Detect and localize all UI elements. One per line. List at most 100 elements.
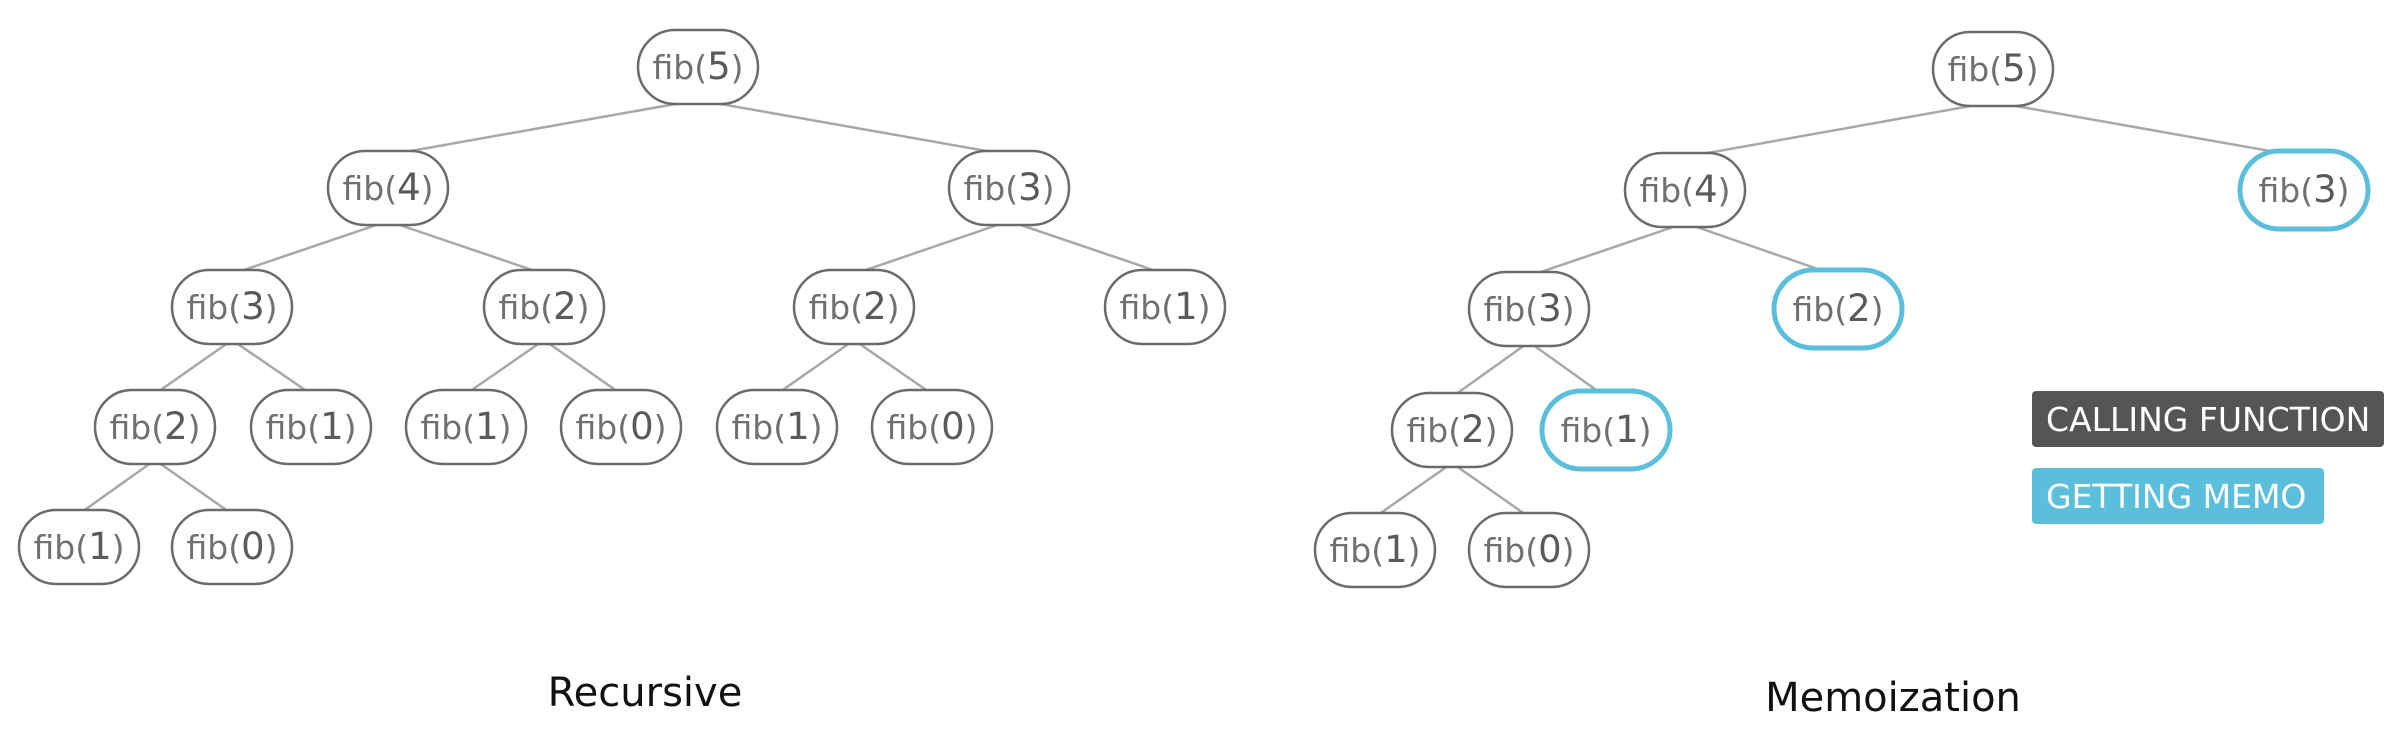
legend: CALLING FUNCTION GETTING MEMO (2032, 391, 2384, 524)
node-pill (792, 268, 916, 346)
node-pill (404, 388, 528, 466)
node-pill (170, 508, 294, 586)
node-pill (870, 388, 994, 466)
node-label: fib(1) (1560, 408, 1651, 451)
node-label: fib(2) (109, 405, 200, 448)
node-label: fib(5) (652, 45, 743, 88)
tree-edge (154, 338, 233, 396)
node-label: fib(1) (420, 405, 511, 448)
tree-edge (1451, 340, 1530, 399)
call-node: fib(5) (636, 28, 760, 106)
node-label: fib(0) (1483, 528, 1574, 571)
tree-edge (1451, 461, 1530, 519)
tree-edge (387, 98, 699, 157)
node-label: fib(0) (186, 525, 277, 568)
node-label: fib(3) (186, 285, 277, 328)
tree-edge (1008, 219, 1166, 276)
node-label: fib(3) (963, 166, 1054, 209)
tree-edge (543, 338, 622, 396)
call-node: fib(3) (170, 268, 294, 346)
node-pill (1103, 268, 1227, 346)
legend-calling-function-swatch (2032, 391, 2384, 447)
call-node: fib(2) (93, 388, 217, 466)
node-label: fib(1) (1119, 285, 1210, 328)
memo-node: fib(3) (2237, 148, 2371, 232)
call-node: fib(1) (249, 388, 373, 466)
node-label: fib(3) (1483, 287, 1574, 330)
tree-edges (78, 98, 2305, 519)
node-pill (1467, 270, 1591, 348)
node-pill (1623, 151, 1747, 229)
node-label: fib(2) (1406, 408, 1497, 451)
node-pill (2237, 148, 2371, 232)
node-pill (1313, 511, 1437, 589)
node-label: fib(1) (1329, 528, 1420, 571)
tree-edge (387, 219, 545, 276)
memo-node: fib(1) (1539, 388, 1673, 472)
node-label: fib(4) (342, 166, 433, 209)
tree-edge (1374, 461, 1453, 519)
node-label: fib(0) (575, 405, 666, 448)
call-node: fib(1) (17, 508, 141, 586)
tree-edge (231, 219, 389, 276)
node-pill (559, 388, 683, 466)
call-node: fib(5) (1931, 30, 2055, 108)
node-label: fib(1) (265, 405, 356, 448)
node-label: fib(2) (1792, 287, 1883, 330)
tree-edge (465, 338, 545, 396)
node-pill (1539, 388, 1673, 472)
tree-edge (78, 458, 156, 516)
legend-calling-function-label: CALLING FUNCTION (2046, 400, 2370, 439)
node-label: fib(4) (1639, 168, 1730, 211)
tree-edge (853, 338, 933, 396)
tree-edge (154, 458, 233, 516)
tree-edge (1528, 221, 1686, 278)
node-label: fib(2) (498, 285, 589, 328)
node-pill (1931, 30, 2055, 108)
tree-edge (231, 338, 312, 396)
memo-node: fib(2) (1771, 267, 1905, 351)
call-node: fib(3) (947, 149, 1071, 227)
call-node: fib(1) (715, 388, 839, 466)
tree-edge (853, 219, 1010, 276)
call-node: fib(3) (1467, 270, 1591, 348)
call-node: fib(2) (1390, 391, 1514, 469)
call-node: fib(2) (482, 268, 606, 346)
legend-getting-memo-label: GETTING MEMO (2046, 477, 2306, 516)
node-pill (636, 28, 760, 106)
node-pill (947, 149, 1071, 227)
tree-edge (697, 98, 1010, 157)
node-pill (249, 388, 373, 466)
call-node: fib(0) (1467, 511, 1591, 589)
tree-edge (1992, 100, 2305, 159)
tree-edge (1684, 100, 1994, 159)
node-pill (17, 508, 141, 586)
node-label: fib(1) (731, 405, 822, 448)
call-node: fib(0) (559, 388, 683, 466)
call-node: fib(0) (870, 388, 994, 466)
tree-edge (776, 338, 855, 396)
node-pill (326, 149, 450, 227)
call-node: fib(1) (1313, 511, 1437, 589)
tree-edge (1684, 221, 1839, 278)
node-pill (170, 268, 294, 346)
tree-edge (1528, 340, 1607, 399)
node-pill (482, 268, 606, 346)
call-node: fib(1) (404, 388, 528, 466)
memoization-caption: Memoization (1765, 675, 2021, 721)
call-node: fib(1) (1103, 268, 1227, 346)
call-node: fib(0) (170, 508, 294, 586)
tree-nodes: fib(5) fib(4) fib(3) fib(3) fib(2) fib(2) fib(… (17, 28, 2371, 589)
node-pill (1467, 511, 1591, 589)
call-node: fib(4) (1623, 151, 1747, 229)
node-pill (715, 388, 839, 466)
node-label: fib(1) (33, 525, 124, 568)
node-label: fib(2) (808, 285, 899, 328)
node-pill (1390, 391, 1514, 469)
call-node: fib(4) (326, 149, 450, 227)
recursive-caption: Recursive (548, 670, 743, 716)
node-pill (1771, 267, 1905, 351)
legend-getting-memo-swatch (2032, 468, 2324, 524)
node-label: fib(5) (1947, 47, 2038, 90)
